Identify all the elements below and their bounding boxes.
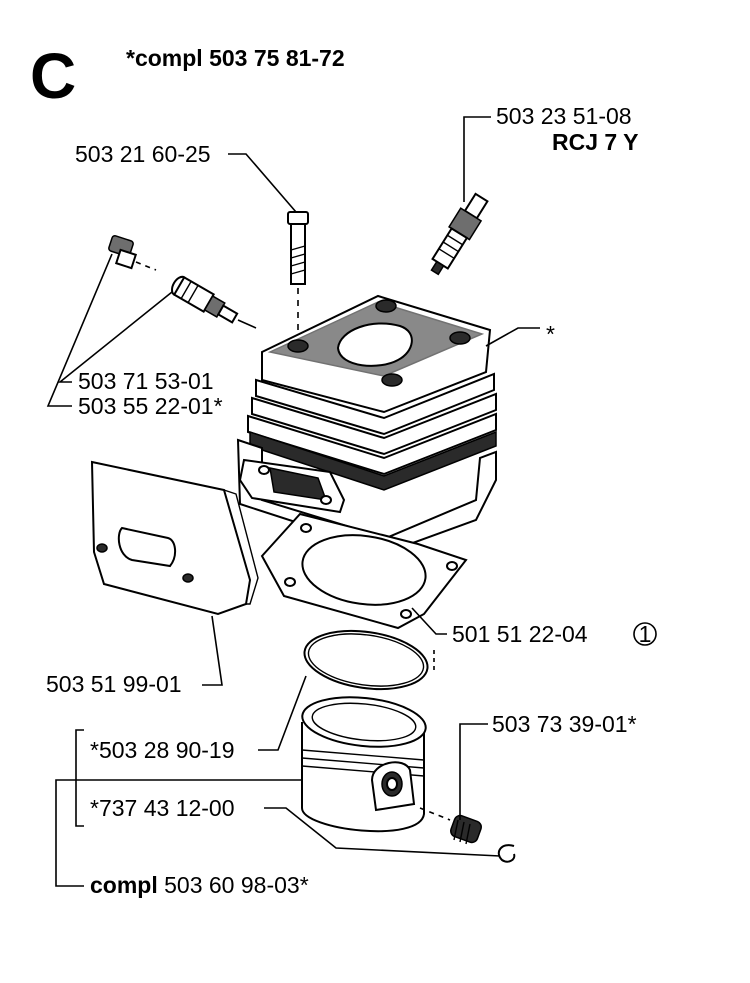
needle-bearing-leader [459, 723, 488, 820]
piston-kit-prefix: compl [90, 872, 158, 898]
valve-leader [57, 291, 173, 383]
valve-axis [237, 319, 257, 329]
piston-kit-label: compl 503 60 98-03* [90, 872, 309, 898]
spark-plug-drawing [430, 192, 489, 276]
piston-kit-number: 503 60 98-03* [164, 872, 309, 898]
gasket-label: 501 51 22-04 [452, 621, 588, 647]
compl-prefix: *compl [126, 45, 203, 71]
gasket-ref-circle [633, 622, 657, 646]
needle-bearing-drawing [419, 807, 482, 845]
piston-ring-leader [258, 675, 307, 751]
spark-plug-label: 503 23 51-08 [496, 103, 632, 129]
gasket-ref-number: 1 [639, 621, 652, 647]
bolt-leader [228, 153, 297, 213]
spark-plug-type-label: RCJ 7 Y [552, 129, 639, 155]
heat-shield-drawing [90, 460, 259, 616]
plug-label: 503 55 22-01* [78, 393, 223, 419]
section-letter: C [30, 40, 76, 112]
heat-shield-label: 503 51 99-01 [46, 671, 182, 697]
piston-kit-bracket [75, 729, 84, 827]
circlip-drawing [497, 844, 516, 863]
heat-shield-leader [202, 615, 223, 686]
gasket-drawing [260, 512, 468, 630]
plug-leader [46, 253, 113, 407]
spark-plug-leader [463, 116, 491, 202]
valve-drawing [171, 275, 239, 324]
gasket-leader [411, 607, 447, 635]
piston-kit-leader [55, 779, 84, 887]
bolt-drawing [287, 211, 309, 335]
cylinder-drawing [236, 294, 497, 554]
circlip-label: *737 43 12-00 [90, 795, 235, 821]
cylinder-leader [485, 327, 540, 347]
bolt-label: 503 21 60-25 [75, 141, 211, 167]
plug-drawing [108, 235, 157, 271]
cylinder-label: * [546, 321, 555, 347]
piston-ring-label: *503 28 90-19 [90, 737, 235, 763]
piston-ring-drawing [303, 629, 429, 691]
compl-number: 503 75 81-72 [209, 45, 345, 71]
circlip-leader [264, 807, 501, 857]
compl-assembly-label: *compl 503 75 81-72 [126, 45, 345, 71]
piston-drawing [301, 696, 427, 833]
needle-bearing-label: 503 73 39-01* [492, 711, 637, 737]
valve-label: 503 71 53-01 [78, 368, 214, 394]
